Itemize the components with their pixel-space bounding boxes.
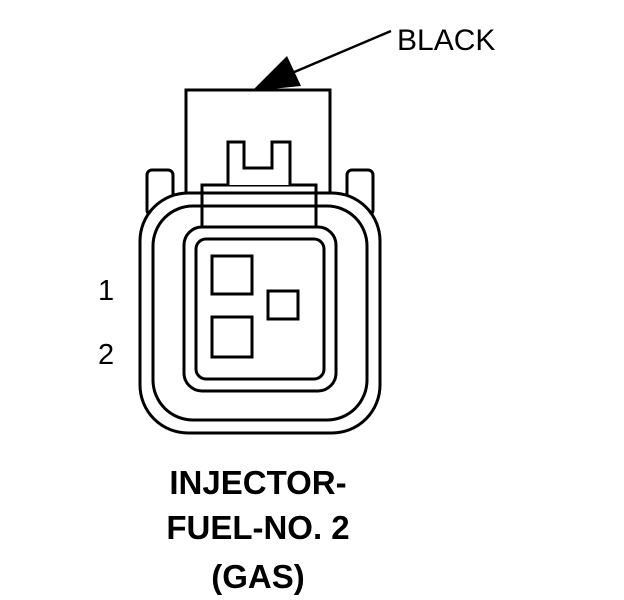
cavity-inner-wall xyxy=(194,237,326,381)
caption-line-3: (GAS) xyxy=(211,558,305,595)
pin-1-label: 1 xyxy=(98,275,114,307)
cavity-outer-wall xyxy=(182,225,338,393)
terminal-slot-2 xyxy=(210,315,254,359)
terminal-slot-1 xyxy=(210,254,254,296)
callout-arrowhead-icon xyxy=(252,56,301,91)
terminal-key-slot xyxy=(266,289,300,321)
caption-line-2: FUEL-NO. 2 xyxy=(166,509,349,546)
callout-arrow-line xyxy=(291,29,392,75)
wire-color-label: BLACK xyxy=(397,24,495,57)
latch-notched-tab xyxy=(226,140,292,185)
caption-line-1: INJECTOR- xyxy=(169,464,346,501)
latch-tower-outline xyxy=(184,88,332,210)
pin-2-label: 2 xyxy=(98,339,114,371)
callout-arrow xyxy=(252,29,392,91)
